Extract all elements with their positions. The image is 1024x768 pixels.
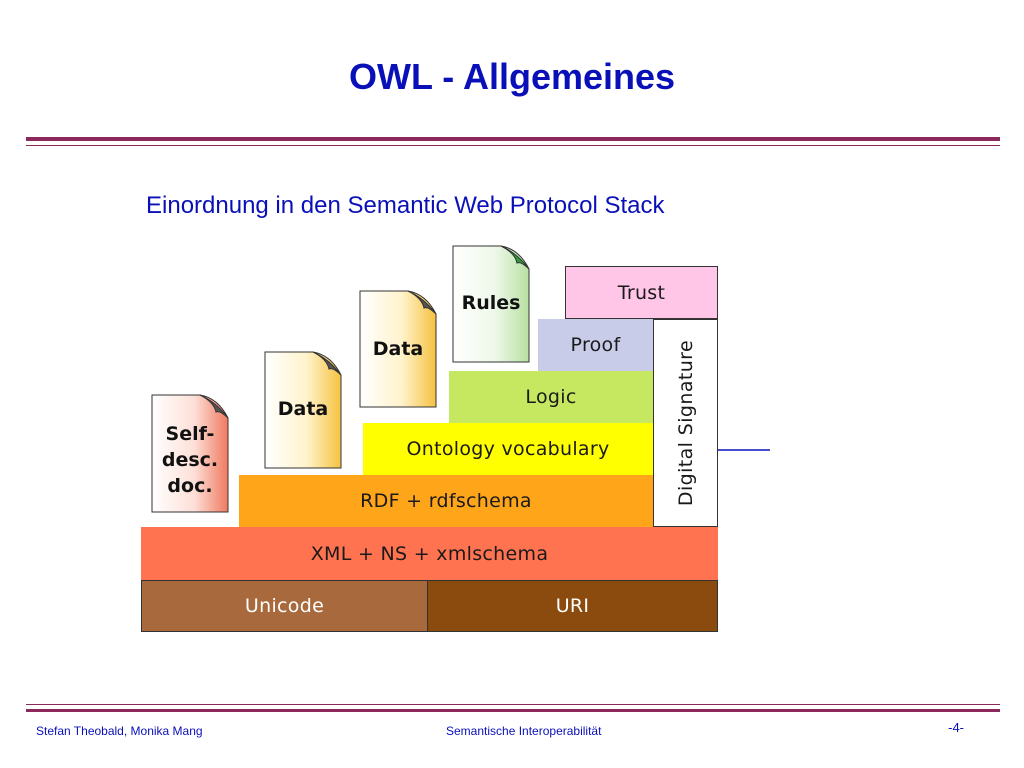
data-doc-icon-upper	[359, 290, 437, 408]
layer-trust-label: Trust	[617, 281, 666, 304]
layer-xml-label: XML + NS + xmlschema	[310, 542, 549, 565]
layer-unicode-label: Unicode	[244, 595, 325, 617]
layer-unicode: Unicode	[141, 580, 428, 632]
bottom-divider-thin	[26, 704, 1000, 705]
data-doc-icon-lower	[264, 351, 342, 469]
footer-course: Semantische Interoperabilität	[446, 724, 602, 738]
top-divider-thick	[26, 137, 1000, 141]
layer-ontology-vocabulary-label: Ontology vocabulary	[406, 438, 610, 460]
self-desc-doc-label-line3: doc.	[167, 475, 213, 497]
layer-uri-label: URI	[555, 595, 590, 617]
page-number: -4-	[948, 720, 964, 735]
layer-digital-signature: Digital Signature	[653, 319, 718, 527]
data-doc-lower: Data	[265, 397, 341, 427]
layer-xml: XML + NS + xmlschema	[141, 527, 718, 580]
self-desc-doc-label-line2: desc.	[161, 449, 219, 471]
rules-doc-icon	[452, 245, 530, 363]
data-doc-upper-label: Data	[372, 338, 424, 360]
footer-authors: Stefan Theobald, Monika Mang	[36, 724, 203, 738]
data-doc-upper: Data	[360, 337, 436, 367]
self-desc-doc-icon	[151, 394, 229, 513]
rules-doc: Rules	[453, 291, 529, 321]
layer-digital-signature-label: Digital Signature	[674, 339, 697, 507]
slide-title: OWL - Allgemeines	[348, 56, 676, 97]
layer-logic-label: Logic	[525, 386, 577, 408]
self-desc-doc-label-line1: Self-	[165, 423, 215, 445]
layer-proof-label: Proof	[570, 334, 621, 356]
self-desc-doc: Self- desc. doc.	[152, 420, 228, 510]
layer-rdf: RDF + rdfschema	[239, 475, 653, 527]
layer-trust: Trust	[565, 266, 718, 319]
layer-logic: Logic	[449, 371, 653, 423]
layer-uri: URI	[427, 580, 718, 632]
layer-proof: Proof	[538, 319, 653, 371]
layer-rdf-label: RDF + rdfschema	[360, 490, 532, 512]
rules-doc-label: Rules	[461, 292, 521, 314]
slide-subtitle: Einordnung in den Semantic Web Protocol …	[146, 192, 665, 219]
layer-ontology-vocabulary: Ontology vocabulary	[363, 423, 653, 475]
bottom-divider-thick	[26, 709, 1000, 712]
top-divider-thin	[26, 145, 1000, 146]
data-doc-lower-label: Data	[277, 398, 329, 420]
